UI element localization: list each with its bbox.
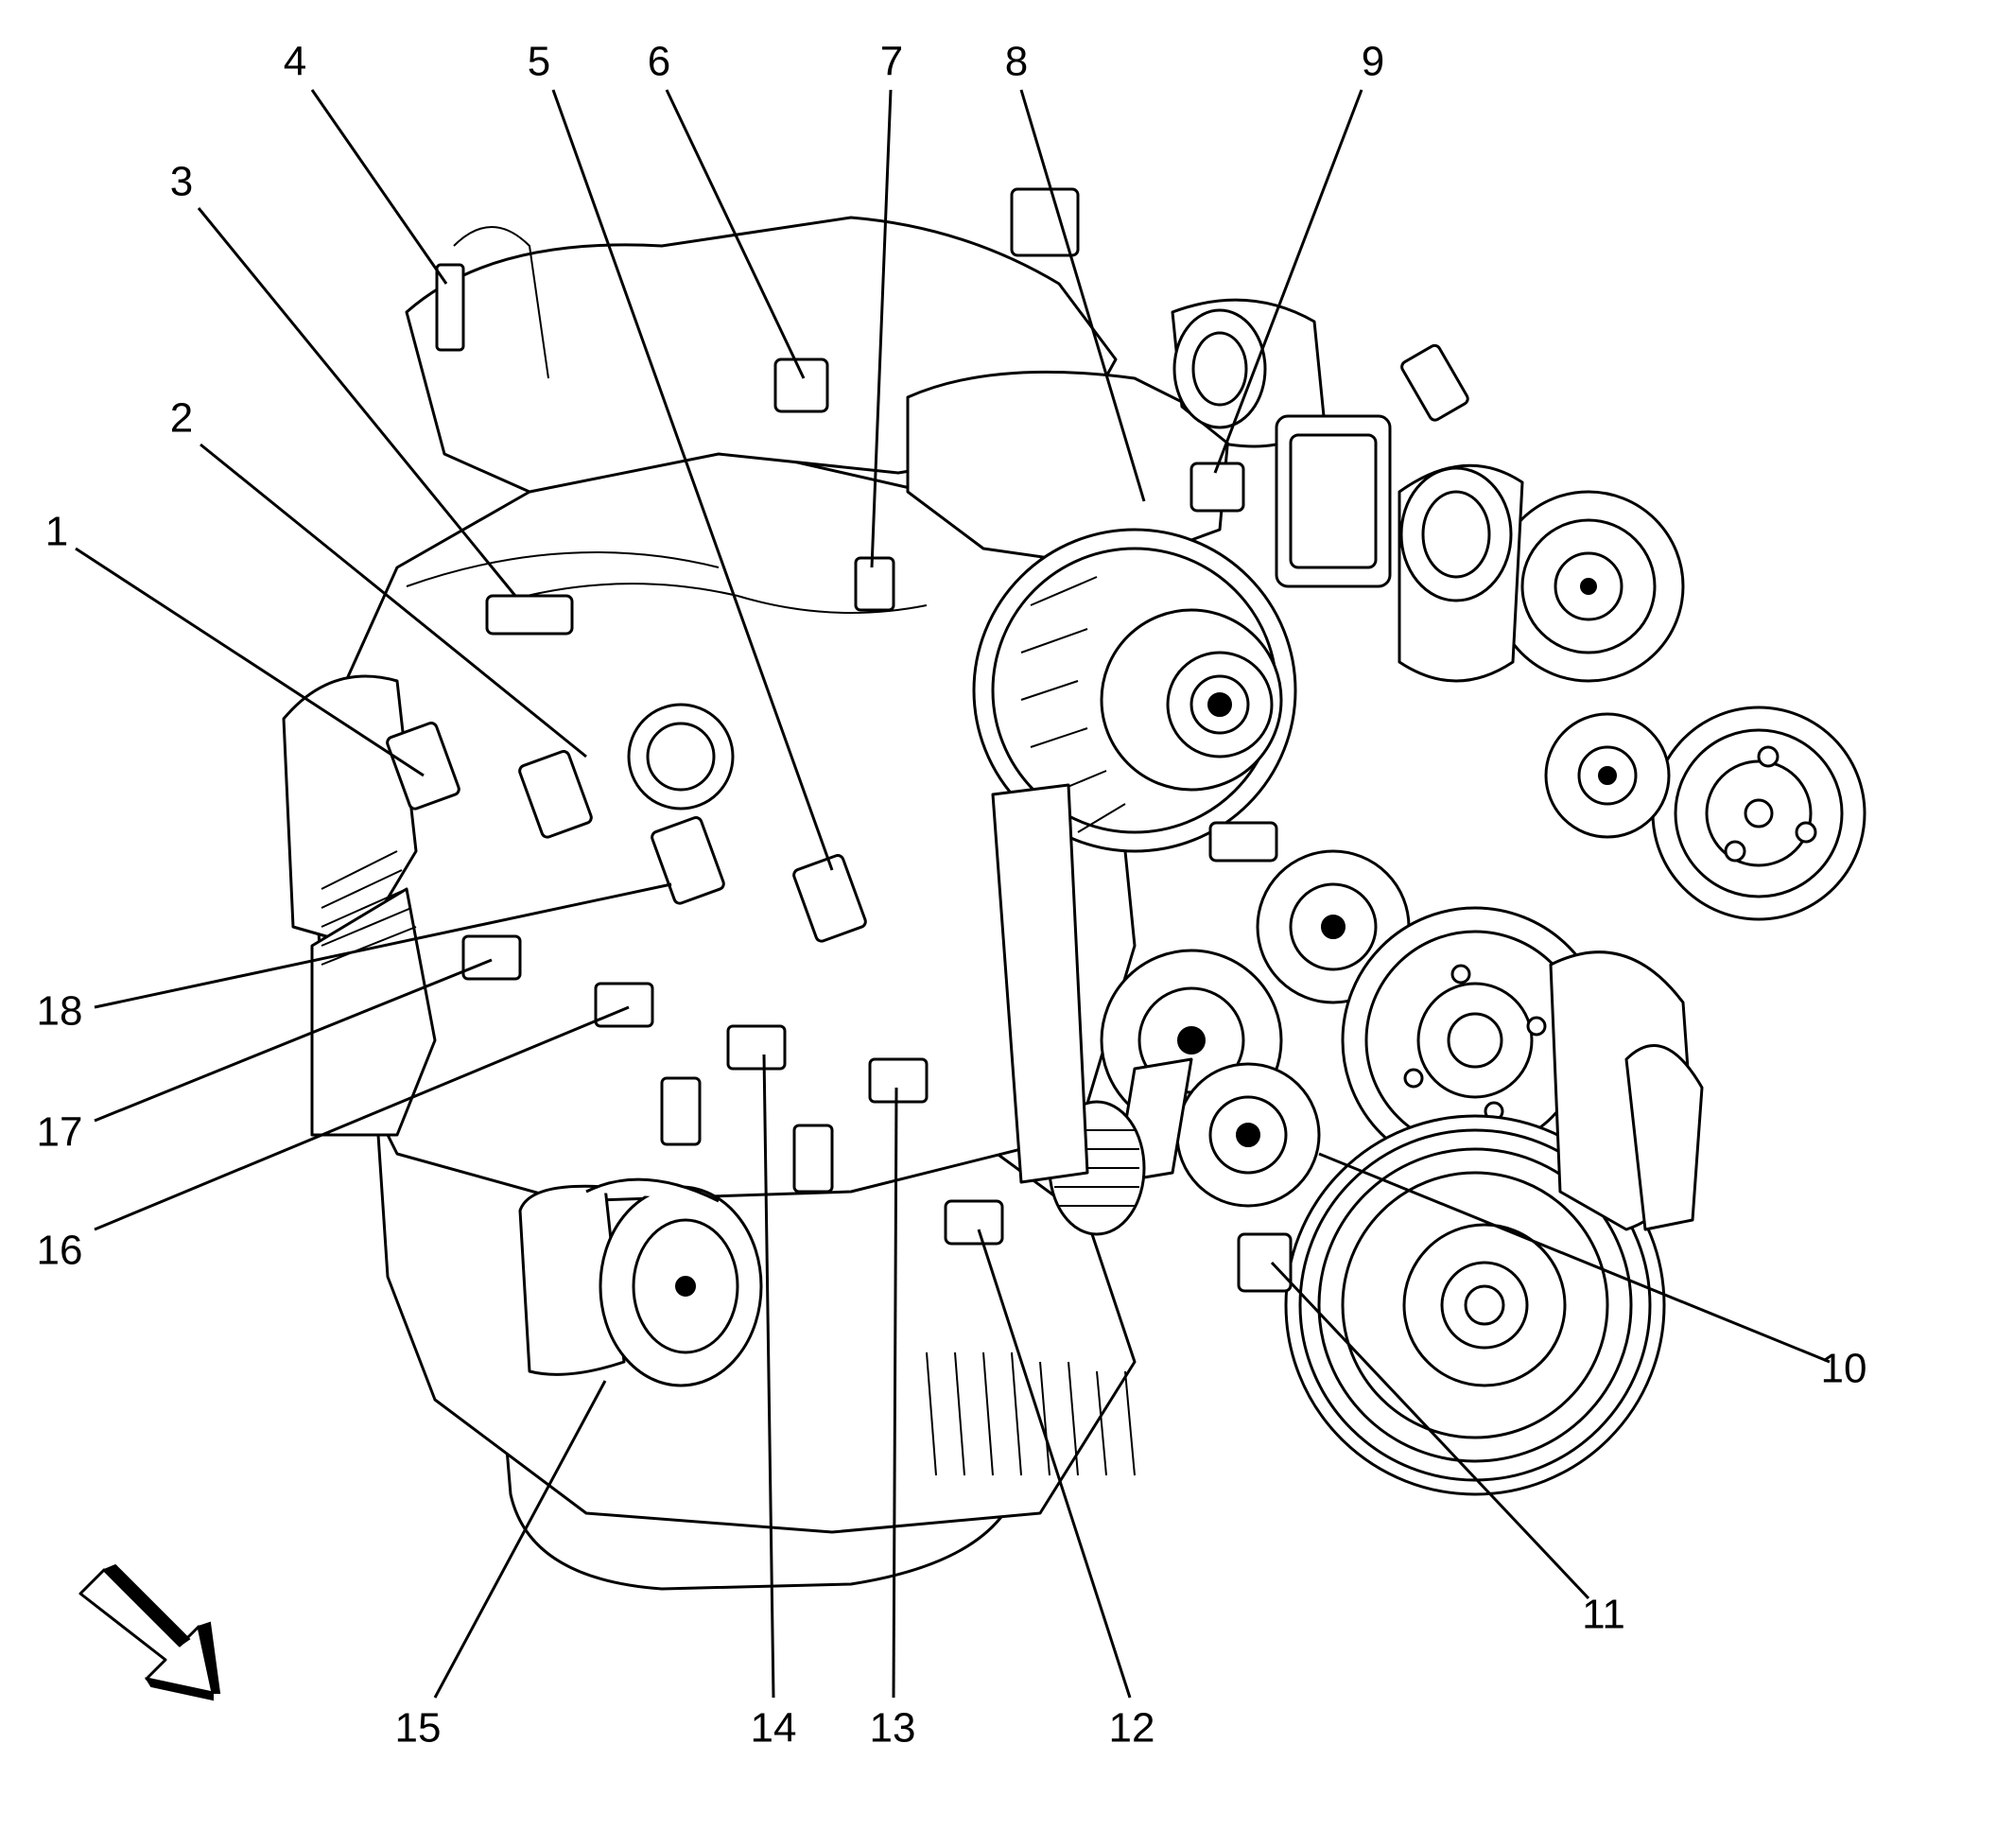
callout-11: 11 — [1582, 1592, 1625, 1638]
callout-3: 3 — [170, 159, 193, 205]
leader-9 — [1213, 89, 1363, 474]
front-view-arrow-icon — [78, 1563, 221, 1701]
engine-illustration — [282, 187, 1866, 1591]
callout-10: 10 — [1821, 1346, 1867, 1392]
callout-13: 13 — [870, 1705, 916, 1752]
leader-12 — [977, 1229, 1132, 1699]
callout-16: 16 — [37, 1228, 83, 1274]
leader-13 — [892, 1087, 898, 1699]
callout-7: 7 — [880, 39, 903, 85]
callout-5: 5 — [528, 39, 550, 85]
leader-11 — [1270, 1261, 1590, 1600]
callout-labels: 1 2 3 4 5 6 7 8 9 10 11 12 13 14 15 16 1… — [37, 39, 1867, 1752]
callout-8: 8 — [1005, 39, 1028, 85]
leader-8 — [1019, 89, 1146, 502]
leader-4 — [310, 89, 448, 285]
leader-16 — [94, 1005, 630, 1231]
leader-5 — [551, 89, 834, 871]
leader-6 — [665, 89, 806, 379]
leader-17 — [94, 958, 493, 1123]
leader-lines — [75, 89, 1831, 1699]
leader-15 — [433, 1380, 607, 1699]
leader-3 — [197, 207, 517, 597]
callout-15: 15 — [395, 1705, 442, 1752]
glow-plug-connectors — [461, 934, 929, 1194]
leader-18 — [94, 882, 672, 1009]
callout-6: 6 — [648, 39, 670, 85]
callout-12: 12 — [1109, 1705, 1155, 1752]
leader-2 — [200, 443, 587, 758]
callout-14: 14 — [751, 1705, 797, 1752]
callout-1: 1 — [45, 509, 68, 555]
callout-9: 9 — [1362, 39, 1384, 85]
callout-2: 2 — [170, 395, 193, 442]
leader-1 — [75, 547, 425, 777]
callout-17: 17 — [37, 1109, 83, 1156]
leader-7 — [870, 89, 893, 568]
leader-10 — [1318, 1152, 1831, 1364]
callout-18: 18 — [37, 988, 83, 1035]
leader-14 — [762, 1054, 775, 1699]
callout-4: 4 — [284, 39, 306, 85]
